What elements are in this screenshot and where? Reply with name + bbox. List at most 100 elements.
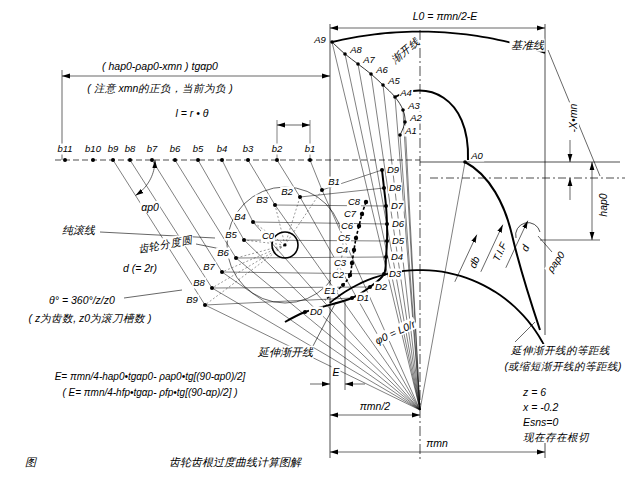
rolling-line: [152, 160, 222, 272]
point-dot: [360, 212, 364, 216]
radius-line: [205, 245, 285, 305]
annotation-label: D2: [374, 282, 388, 293]
annotation-label: C7: [343, 209, 357, 220]
annotation-label: C3: [333, 258, 347, 269]
annotation-label: 基准线: [510, 39, 545, 52]
annotation-label: b10: [84, 144, 102, 155]
point-dot: [283, 243, 286, 246]
annotation-label: A1: [404, 126, 418, 137]
point-dot: [382, 272, 386, 276]
point-dot: [341, 283, 345, 287]
fan-line: [400, 135, 420, 410]
annotation-label: d (= 2r): [122, 262, 158, 274]
point-dot: [173, 158, 177, 162]
annotation-label: D0: [309, 307, 323, 318]
annotation-label: E= πmn/4-hap0•tgαp0- ρap0•tg[(90-αp0)/2]: [54, 371, 247, 383]
point-dot: [357, 224, 361, 228]
point-dot: [368, 285, 372, 289]
point-dot: [348, 273, 352, 277]
point-dot: [234, 256, 238, 260]
normal-line: [222, 272, 384, 274]
annotation-label: αp0: [140, 201, 160, 213]
rolling-line: [198, 160, 244, 240]
annotation-label: φ0 = L0/r: [372, 317, 418, 347]
annotation-label: A7: [362, 55, 376, 66]
annotation-label: ( 注意 xmn的正负，当前为负 ): [86, 82, 234, 94]
point-dot: [401, 108, 405, 112]
fan-line: [383, 85, 420, 410]
point-dot: [330, 40, 334, 44]
annotation-label: B2: [280, 187, 294, 198]
annotation-label: B5: [224, 230, 238, 241]
annotation-label: B1: [327, 177, 341, 188]
leader-line: [548, 50, 600, 176]
leader-line: [100, 232, 215, 238]
point-dot: [203, 303, 207, 307]
tooth-top-line: [420, 162, 620, 163]
point-dot: [384, 204, 388, 208]
dimension-line: [592, 162, 593, 240]
fan-line: [405, 122, 420, 410]
radius-line: [285, 197, 300, 245]
annotation-label: D5: [391, 236, 405, 247]
hob-flank-curve: [465, 162, 540, 330]
leader-line: [124, 290, 182, 298]
annotation-label: x = -0.2: [522, 401, 559, 413]
annotation-label: A3: [407, 101, 421, 112]
annotation-label: C2: [331, 270, 345, 281]
extension-line: [330, 24, 331, 458]
annotation-label: D1: [356, 293, 370, 304]
annotation-label: 纯滚线: [61, 224, 96, 237]
normal-line: [253, 222, 387, 224]
annotation-label: C6: [340, 221, 354, 232]
fillet-radius-arc: [516, 223, 540, 238]
point-dot: [150, 158, 154, 162]
annotation-label: D9: [386, 165, 400, 176]
point-dot: [384, 255, 388, 259]
annotation-label: b2: [271, 144, 284, 155]
normal-line: [300, 188, 384, 197]
annotation-label: 齿轮分度圆: [136, 233, 194, 255]
point-dot: [381, 83, 385, 87]
point-dot: [320, 188, 324, 192]
annotation-label: ( hap0-ρap0-xmn ) tgαp0: [101, 60, 219, 72]
point-dot: [352, 248, 356, 252]
annotation-label: A0: [470, 151, 484, 162]
rolling-line: [277, 160, 300, 197]
dimension-line: [310, 384, 330, 385]
radius-line: [285, 190, 322, 245]
annotation-label: A9: [313, 35, 327, 46]
point-dot: [382, 186, 386, 190]
fan-line: [371, 74, 420, 410]
rolling-line: [113, 160, 205, 305]
point-dot: [403, 120, 407, 124]
annotation-label: A4: [399, 88, 413, 99]
leader-line: [538, 236, 552, 252]
point-dot: [246, 158, 250, 162]
normal-line: [212, 287, 370, 288]
equidistant-curve: [285, 170, 387, 322]
reference-line: [430, 178, 625, 179]
annotation-label: B8: [192, 278, 206, 289]
hub-circle: [272, 232, 298, 258]
point-dot: [398, 133, 402, 137]
dimension-line: [345, 384, 365, 385]
fan-line: [244, 240, 420, 410]
center-line: [420, 30, 421, 462]
point-dot: [251, 220, 255, 224]
annotation-label: πmn/2: [359, 400, 391, 412]
angle-arc: [136, 160, 155, 195]
annotation-label: L0 = πmn/2-E: [412, 10, 479, 22]
normal-line: [322, 170, 382, 190]
annotation-label: B3: [255, 195, 269, 206]
annotation-label: A5: [387, 76, 401, 87]
annotation-label: C5: [337, 233, 351, 244]
tooth-tip-curve: [395, 91, 468, 160]
annotation-label: A8: [349, 45, 363, 56]
point-dot: [343, 52, 347, 56]
point-dot: [128, 158, 132, 162]
annotation-label: 图: [24, 456, 37, 469]
point-dot: [298, 195, 302, 199]
annotation-label: A2: [409, 113, 423, 124]
